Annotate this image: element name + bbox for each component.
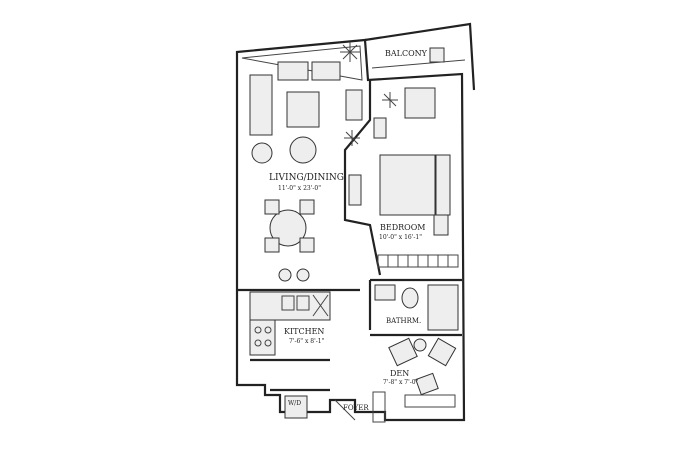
bedroom-label: BEDROOM: [380, 223, 425, 232]
living-dims: 11'-0" x 23'-0": [278, 185, 321, 192]
balcony-label: BALCONY: [385, 49, 428, 58]
den-dims: 7'-8" x 7'-0": [383, 379, 419, 386]
kitchen-label: KITCHEN: [284, 327, 324, 336]
kitchen-counter: [249, 291, 331, 356]
interior-walls: [237, 80, 462, 392]
kitchen-dims: 7'-6" x 8'-1": [289, 338, 325, 345]
living-furniture: [249, 61, 363, 282]
closet: [377, 254, 459, 268]
bedroom-furniture: [373, 87, 459, 268]
den-label: DEN: [390, 369, 409, 378]
den-furniture: [388, 337, 457, 408]
bathroom-fixtures: [374, 284, 459, 331]
living-label: LIVING/DINING: [269, 173, 344, 183]
balcony-furniture: [371, 47, 466, 69]
bedroom-dims: 10'-0" x 16'-1": [379, 234, 422, 241]
laundry-label: W/D: [288, 400, 301, 407]
foyer-label: FOYER: [343, 404, 369, 412]
foyer-area: [284, 391, 386, 423]
plant-icon: [340, 42, 398, 146]
bathroom-label: BATHRM.: [386, 317, 421, 325]
